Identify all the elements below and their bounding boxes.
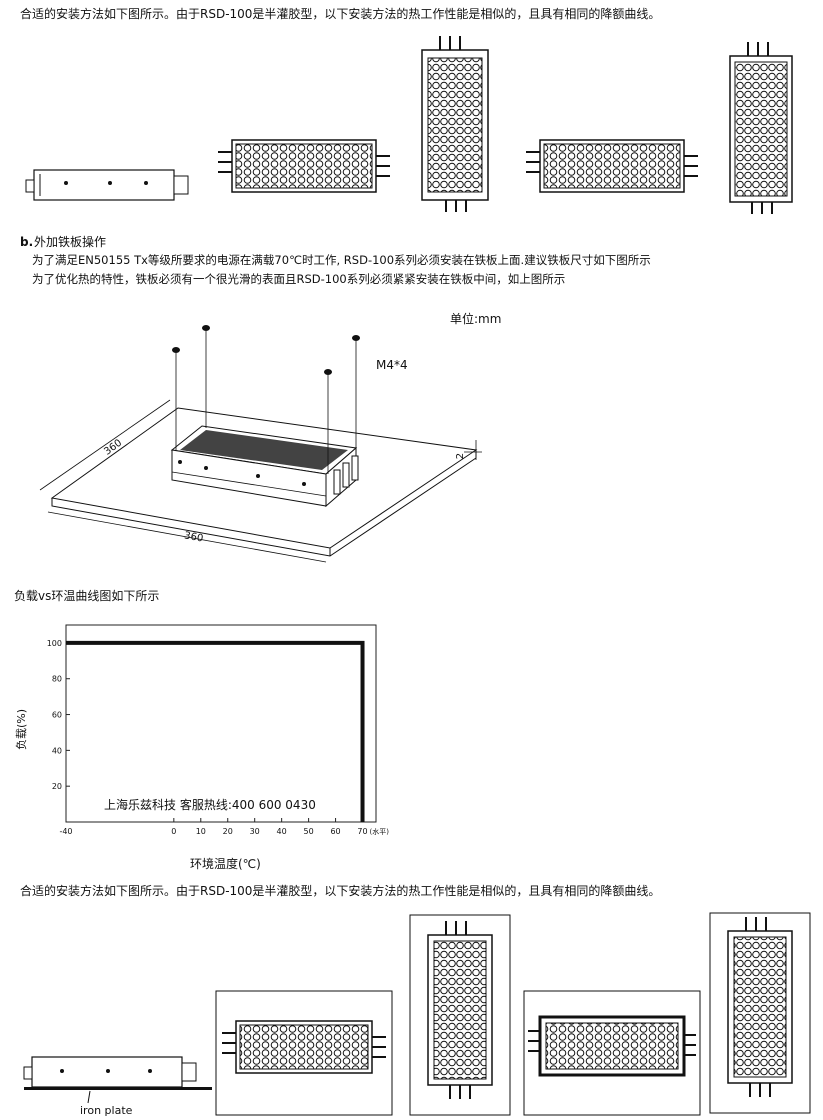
derating-curve-line xyxy=(66,640,365,822)
psu-top-view-icon xyxy=(729,42,793,214)
iron-plate-label: iron plate xyxy=(80,1104,133,1117)
bottom-intro-text: 合适的安装方法如下图所示。由于RSD-100是半灌胶型，以下安装方法的热工作性能… xyxy=(20,884,661,898)
psu-front-view-icon xyxy=(25,169,189,201)
dim-thickness-label: 2 xyxy=(455,452,467,460)
screw-label: M4*4 xyxy=(376,358,408,372)
x-tick-label: 10 xyxy=(196,827,206,836)
x-tick-label: 40 xyxy=(277,827,287,836)
x-tick-suffix: (水平) xyxy=(370,827,390,836)
psu-top-view-icon xyxy=(727,917,793,1097)
x-tick-label: 20 xyxy=(223,827,233,836)
unit-label: 单位:mm xyxy=(450,312,502,326)
y-tick-label: 80 xyxy=(52,675,62,684)
screw-icon xyxy=(172,325,360,474)
x-tick-label: 70 xyxy=(357,827,367,836)
y-tick-label: 100 xyxy=(47,639,62,648)
mounting-diagram-bottom xyxy=(23,912,811,1116)
chart-ylabel: 负载(%) xyxy=(15,708,28,750)
psu-top-view-icon xyxy=(218,139,390,193)
psu-top-view-icon xyxy=(222,1020,386,1074)
curve-heading: 负载vs环温曲线图如下所示 xyxy=(14,589,160,603)
psu-top-view-icon xyxy=(421,36,489,212)
mounting-diagram-top xyxy=(25,36,793,214)
psu-top-view-icon xyxy=(427,921,493,1099)
x-tick-label: 50 xyxy=(304,827,314,836)
y-tick-label: 40 xyxy=(52,746,62,755)
y-tick-label: 20 xyxy=(52,782,62,791)
chart-plot-area xyxy=(65,624,377,823)
psu-isometric-icon xyxy=(170,425,359,508)
x-tick-label: 30 xyxy=(250,827,260,836)
psu-front-view-icon xyxy=(23,1056,212,1104)
x-tick-label: 60 xyxy=(330,827,340,836)
iron-plate-drawing xyxy=(39,325,482,563)
intro-text: 合适的安装方法如下图所示。由于RSD-100是半灌胶型，以下安装方法的热工作性能… xyxy=(20,7,661,21)
section-b-title: 外加铁板操作 xyxy=(34,235,107,249)
section-b-line2: 为了优化热的特性，铁板必须有一个很光滑的表面且RSD-100系列必须紧紧安装在铁… xyxy=(32,272,566,286)
x-tick-label: 0 xyxy=(171,827,176,836)
section-b-line1: 为了满足EN50155 Tx等级所要求的电源在满载70℃时工作, RSD-100… xyxy=(32,253,651,267)
chart-watermark: 上海乐兹科技 客服热线:400 600 0430 xyxy=(104,798,316,812)
psu-top-view-icon xyxy=(528,1015,696,1077)
chart-xlabel: 环境温度(℃) xyxy=(190,857,261,871)
section-b-label: b. xyxy=(20,235,34,249)
dim-width-label: 360 xyxy=(183,530,204,545)
x-tick-label: -40 xyxy=(59,827,72,836)
derating-chart: -40 0 10 20 30 40 50 60 70(水平) 100 80 60 40 20 xyxy=(47,624,390,836)
y-tick-label: 60 xyxy=(52,711,62,720)
psu-top-view-icon xyxy=(526,139,698,193)
